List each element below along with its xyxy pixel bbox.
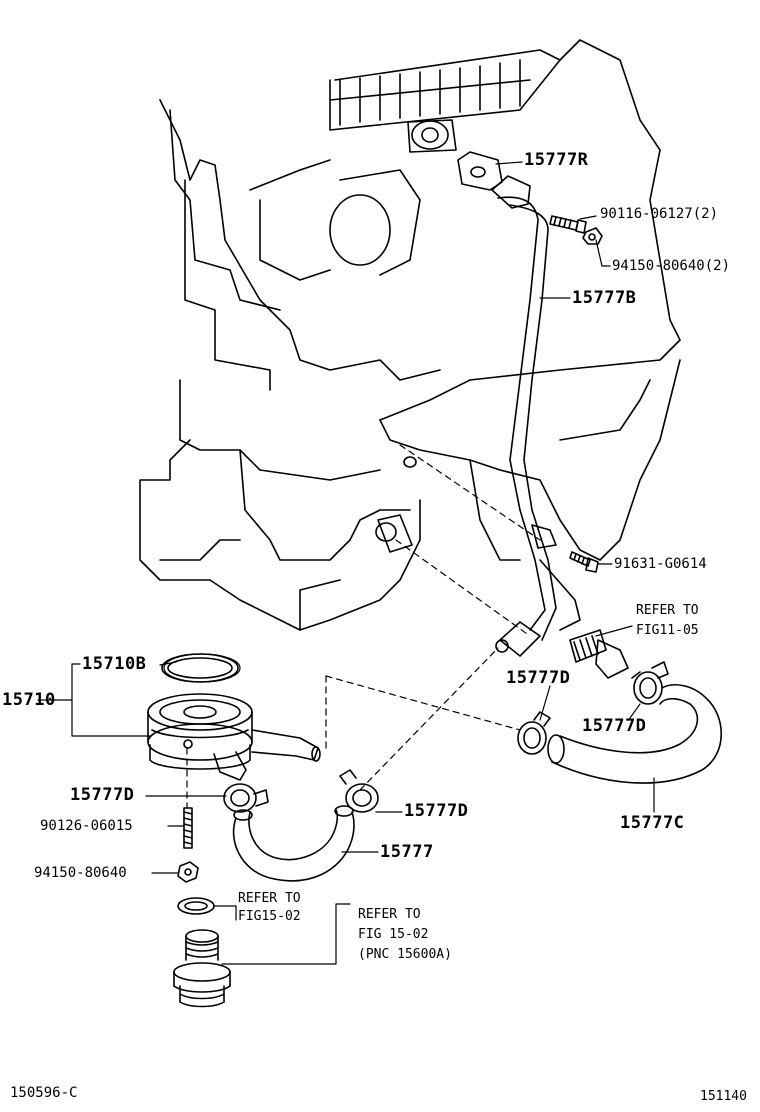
refer-fig15-line1: REFER TO [238, 891, 301, 906]
o-ring-15710b-drawing [163, 653, 241, 683]
refer-fig15b-line1: REFER TO [358, 907, 421, 922]
footer-right-code: 151140 [700, 1089, 747, 1104]
dashed-reference-lines [186, 444, 541, 809]
label-15777c: 15777C [620, 813, 685, 833]
label-94150-80640: 94150-80640 [34, 865, 127, 881]
label-90116-06127: 90116-06127(2) [600, 206, 719, 222]
label-15777d-upper: 15777D [506, 668, 571, 688]
label-15710b: 15710B [82, 654, 147, 674]
footer-left-code: 150596-C [10, 1085, 78, 1101]
label-90126-06015: 90126-06015 [40, 818, 133, 834]
label-15777r: 15777R [524, 150, 589, 170]
nut-94150-lower-drawing [177, 861, 199, 883]
bolt-91631-drawing [569, 551, 599, 573]
refer-fig11-line1: REFER TO [636, 603, 699, 618]
oil-cooler-15710-drawing [147, 653, 321, 781]
label-15777b: 15777B [572, 288, 637, 308]
union-bolt-drawing [173, 929, 231, 1008]
clamp-15777d-right [631, 661, 669, 705]
refer-fig15b-line3: (PNC 15600A) [358, 947, 452, 962]
engine-block-drawing [139, 39, 681, 631]
label-15777d-left: 15777D [70, 785, 135, 805]
label-15710: 15710 [2, 690, 56, 710]
pipe-15777b-drawing [457, 151, 581, 657]
nut-94150-top-drawing [582, 227, 603, 245]
hose-15777c-drawing [547, 684, 723, 784]
bolt-90116-drawing [549, 215, 587, 234]
hose-15777-drawing [232, 805, 355, 882]
label-91631-g0614: 91631-G0614 [614, 556, 707, 572]
label-94150-80640-2: 94150-80640(2) [612, 258, 731, 274]
clamp-15777d-mid [517, 711, 551, 755]
refer-fig15b-line2: FIG 15-02 [358, 927, 429, 942]
clamp-15777d-center [339, 769, 379, 813]
fitting-fig11-drawing [569, 629, 629, 679]
label-15777d-right: 15777D [582, 716, 647, 736]
refer-fig11-line2: FIG11-05 [636, 623, 699, 638]
washer-drawing [177, 897, 215, 915]
stud-90126-drawing [183, 807, 193, 849]
label-15777: 15777 [380, 842, 434, 862]
clamp-15777d-left [223, 783, 269, 813]
label-15777d-center: 15777D [404, 801, 469, 821]
leader-lines [37, 161, 655, 965]
refer-fig15-line2: FIG15-02 [238, 909, 301, 924]
